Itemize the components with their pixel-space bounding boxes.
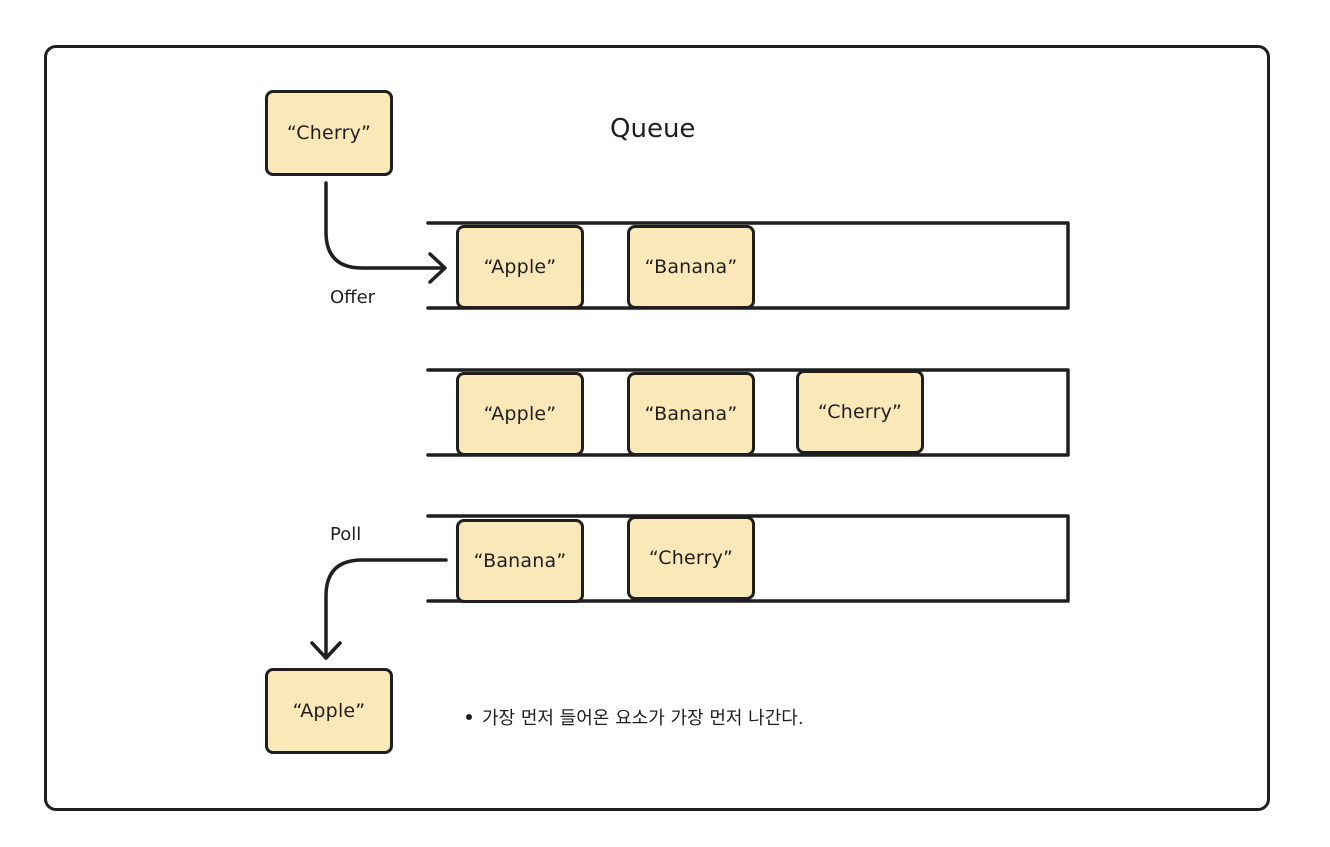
poll-arrowhead	[310, 641, 342, 660]
fifo-note-text: 가장 먼저 들어온 요소가 가장 먼저 나간다.	[482, 708, 804, 729]
row-2-item-2: “Banana”	[627, 372, 755, 456]
offer-arrow	[324, 181, 446, 270]
fifo-note: 가장 먼저 들어온 요소가 가장 먼저 나간다.	[466, 704, 804, 730]
row-2-item-3: “Cherry”	[796, 370, 924, 454]
row-1-item-1: “Apple”	[456, 225, 584, 309]
polled-apple-box: “Apple”	[265, 668, 393, 754]
offer-arrowhead	[428, 252, 447, 284]
row-3-item-1: “Banana”	[456, 519, 584, 603]
incoming-cherry-box: “Cherry”	[265, 90, 393, 176]
row-1-item-2: “Banana”	[627, 225, 755, 309]
row-3-item-2: “Cherry”	[627, 516, 755, 600]
row-2-item-1: “Apple”	[456, 372, 584, 456]
poll-label: Poll	[330, 524, 362, 545]
bullet-icon	[466, 714, 472, 720]
offer-label: Offer	[330, 287, 376, 308]
poll-arrow	[324, 558, 448, 660]
diagram-title: Queue	[610, 114, 696, 144]
